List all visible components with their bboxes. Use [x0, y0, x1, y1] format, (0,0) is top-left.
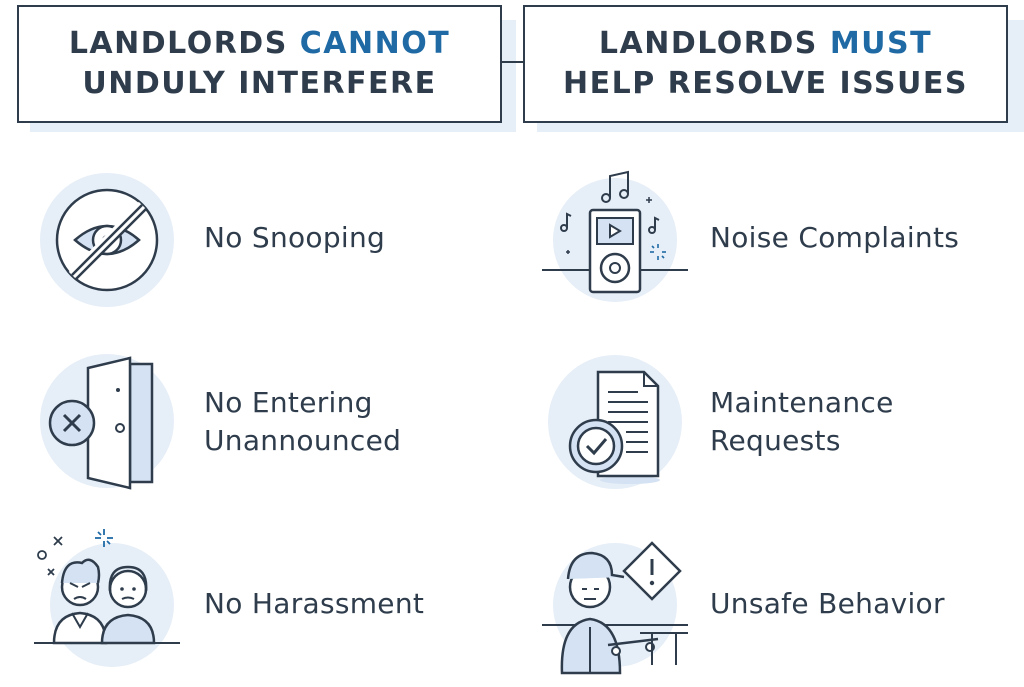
rule-label: No Entering Unannounced	[204, 384, 401, 460]
left-header-prefix: LANDLORDS	[68, 26, 300, 61]
duty-label-line1: Maintenance	[710, 386, 894, 419]
left-header: LANDLORDS CANNOT UNDULY INTERFERE	[17, 5, 502, 123]
no-snooping-icon	[32, 164, 182, 314]
left-header-accent: CANNOT	[299, 26, 451, 61]
right-header-line2: HELP RESOLVE ISSUES	[563, 66, 968, 101]
rule-label: No Snooping	[204, 219, 385, 257]
music-player-icon	[540, 164, 690, 314]
right-column: LANDLORDS MUST HELP RESOLVE ISSUES	[512, 0, 1024, 687]
no-entry-door-icon	[32, 346, 182, 496]
left-column: LANDLORDS CANNOT UNDULY INTERFERE No Sno…	[0, 5, 516, 677]
duty-item-maintenance-requests: Maintenance Requests	[512, 346, 1024, 496]
duty-label-line2: Requests	[710, 424, 841, 457]
rule-label-line1: No Entering	[204, 386, 373, 419]
unsafe-behavior-icon	[540, 527, 690, 677]
rule-item-no-snooping: No Snooping	[0, 164, 512, 314]
maintenance-document-icon	[546, 346, 696, 496]
harassment-icon	[32, 527, 182, 677]
duty-label-line1: Unsafe Behavior	[710, 587, 945, 620]
rule-item-no-harassment: No Harassment	[0, 527, 512, 677]
rule-label-line2: Unannounced	[204, 424, 402, 457]
rule-label-line1: No Snooping	[204, 221, 386, 254]
right-header-prefix: LANDLORDS	[598, 26, 830, 61]
duty-label-line1: Noise Complaints	[710, 221, 960, 254]
rule-label-line1: No Harassment	[204, 587, 425, 620]
left-header-line1: LANDLORDS CANNOT	[69, 24, 450, 64]
duty-item-unsafe-behavior: Unsafe Behavior	[512, 527, 1024, 677]
duty-item-noise-complaints: Noise Complaints	[512, 164, 1024, 314]
rule-label: No Harassment	[204, 585, 424, 623]
duty-label: Noise Complaints	[710, 219, 959, 257]
duty-label: Maintenance Requests	[710, 384, 894, 460]
right-header-accent: MUST	[829, 26, 933, 61]
duty-label: Unsafe Behavior	[710, 585, 945, 623]
right-header-line1: LANDLORDS MUST	[599, 24, 932, 64]
rule-item-no-entering: No Entering Unannounced	[0, 346, 512, 496]
header-connector	[500, 61, 524, 63]
left-header-line2: UNDULY INTERFERE	[82, 66, 437, 101]
right-header: LANDLORDS MUST HELP RESOLVE ISSUES	[523, 5, 1008, 123]
